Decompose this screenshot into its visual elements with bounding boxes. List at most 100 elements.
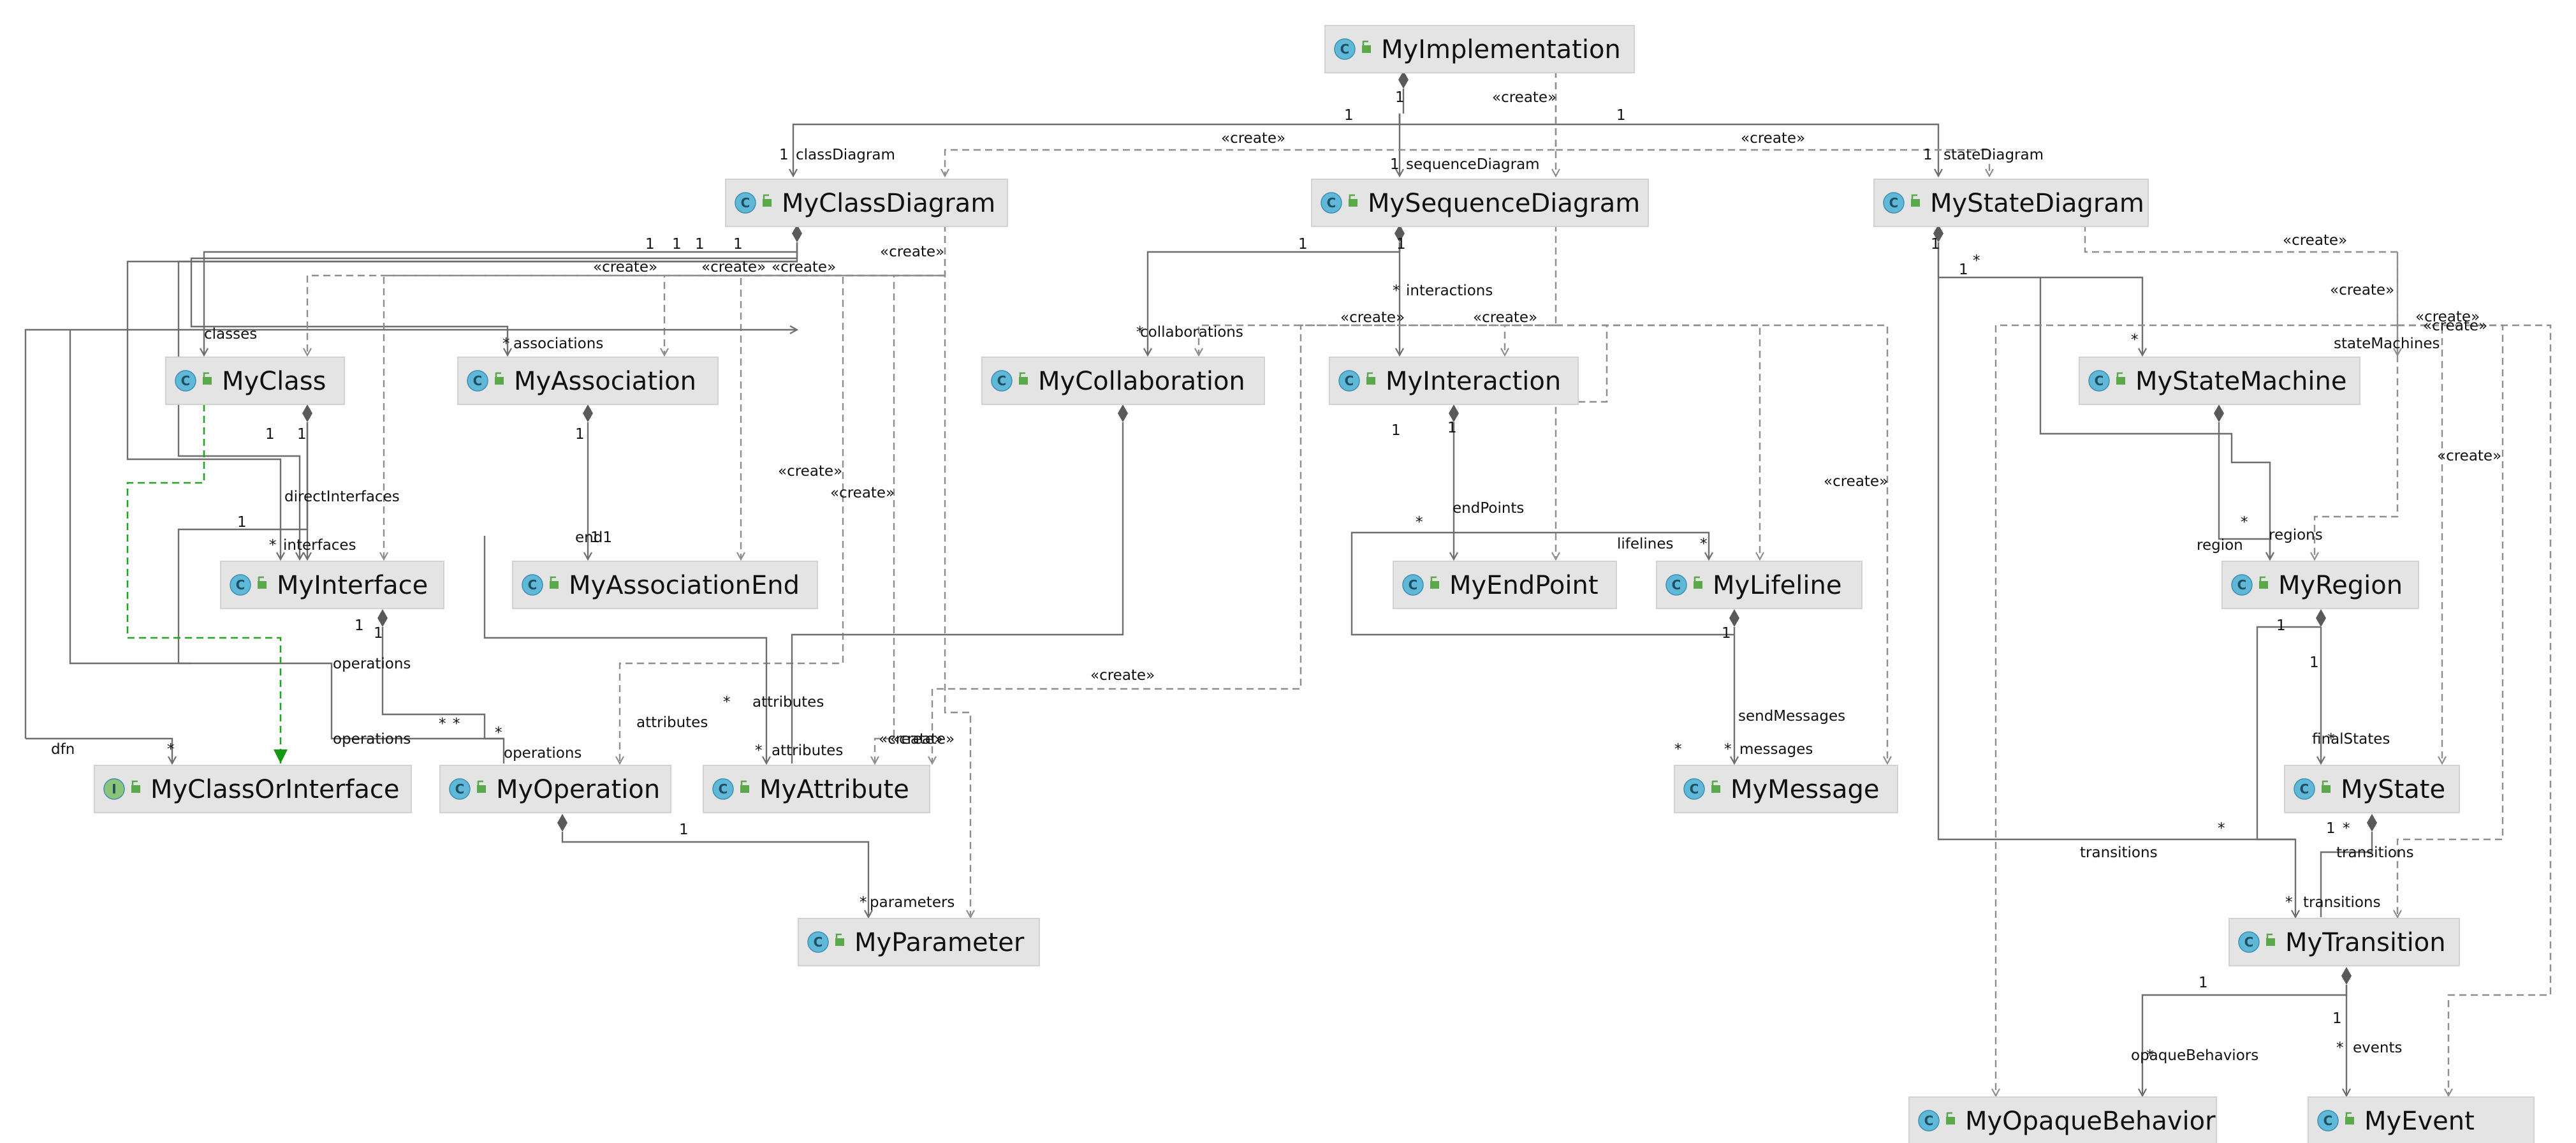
multiplicity-label: *	[167, 741, 175, 758]
visibility-icon	[1349, 199, 1358, 207]
role-name-label: dfn	[51, 741, 75, 758]
multiplicity-label: 1	[672, 236, 682, 253]
class-kind-icon	[2238, 931, 2260, 953]
kind-letter: C	[1672, 577, 1681, 593]
class-kind-icon	[1321, 192, 1342, 214]
multiplicity-label: *	[2131, 332, 2139, 348]
multiplicity-label: *	[1416, 514, 1423, 531]
class-my-class-or-interface[interactable]: I MyClassOrInterface	[94, 765, 412, 813]
kind-letter: C	[181, 373, 191, 388]
multiplicity-label: 1	[1396, 236, 1406, 253]
visibility-shackle	[2345, 1112, 2352, 1117]
class-kind-icon	[1338, 370, 1360, 392]
create-stereotype-label: «create»	[1221, 130, 1285, 147]
multiplicity-label: *	[453, 716, 460, 732]
class-name: MyEvent	[2364, 1107, 2475, 1136]
multiplicity-label: *	[2285, 894, 2293, 911]
role-name-label: classes	[204, 326, 257, 343]
multiplicity-label: 1	[733, 236, 743, 253]
class-name: MyImplementation	[1381, 35, 1621, 64]
multiplicity-label: *	[860, 894, 867, 911]
create-stereotype-label: «create»	[880, 244, 944, 260]
create-stereotype-label: «create»	[593, 259, 657, 276]
multiplicity-label: 1	[1722, 625, 1731, 642]
kind-letter: C	[1345, 373, 1354, 388]
kind-letter: I	[112, 781, 116, 797]
class-name: MyClassOrInterface	[150, 775, 399, 804]
kind-letter: C	[1690, 781, 1699, 797]
multiplicity-label: 1	[695, 236, 705, 253]
visibility-icon	[1362, 45, 1371, 53]
visibility-icon	[1946, 1117, 1955, 1125]
class-name: MyEndPoint	[1449, 571, 1599, 600]
multiplicity-label: *	[2343, 820, 2350, 837]
visibility-icon	[2345, 1117, 2354, 1125]
multiplicity-label: *	[2327, 731, 2335, 748]
role-name-label: attributes	[752, 694, 824, 711]
role-name-label: collaborations	[1140, 324, 1243, 341]
multiplicity-label: 1	[1447, 420, 1457, 436]
class-kind-icon	[1665, 574, 1687, 596]
role-name-label: regions	[2269, 527, 2323, 543]
role-name-label: opaqueBehaviors	[2131, 1047, 2258, 1064]
multiplicity-label: 1	[265, 426, 275, 443]
visibility-shackle	[258, 576, 264, 581]
visibility-shackle	[1711, 780, 1718, 785]
class-kind-icon	[1918, 1110, 1940, 1132]
multiplicity-label: 1	[1395, 89, 1405, 106]
role-name-label: parameters	[870, 894, 955, 911]
visibility-shackle	[2322, 780, 2328, 785]
visibility-shackle	[1349, 194, 1355, 199]
kind-letter: C	[528, 577, 538, 593]
visibility-shackle	[740, 780, 747, 785]
kind-letter: C	[2237, 577, 2247, 593]
create-stereotype-label: «create»	[1473, 309, 1537, 326]
multiplicity-label: 1	[374, 625, 383, 642]
role-name-label: stateMachines	[2334, 336, 2440, 352]
visibility-icon	[1911, 199, 1920, 207]
visibility-shackle	[1019, 372, 1025, 377]
create-stereotype-label: «create»	[701, 259, 766, 276]
class-kind-icon	[1334, 38, 1356, 60]
create-stereotype-label: «create»	[1090, 667, 1155, 684]
visibility-icon	[2266, 938, 2275, 946]
role-name-label: messages	[1739, 741, 1813, 758]
create-stereotype-label: «create»	[1824, 473, 1888, 490]
role-name-label: attributes	[636, 714, 708, 731]
class-name: MyParameter	[854, 928, 1025, 957]
kind-letter: C	[473, 373, 483, 388]
multiplicity-label: 1	[2326, 820, 2336, 837]
visibility-shackle	[2259, 576, 2265, 581]
role-name-label: associations	[513, 336, 603, 352]
class-kind-icon	[991, 370, 1013, 392]
multiplicity-label: 1	[1298, 236, 1308, 253]
multiplicity-label: *	[439, 716, 446, 732]
visibility-icon	[203, 377, 212, 385]
visibility-icon	[477, 785, 486, 793]
class-name: MySequenceDiagram	[1368, 189, 1640, 218]
interface-kind-icon	[103, 778, 125, 800]
